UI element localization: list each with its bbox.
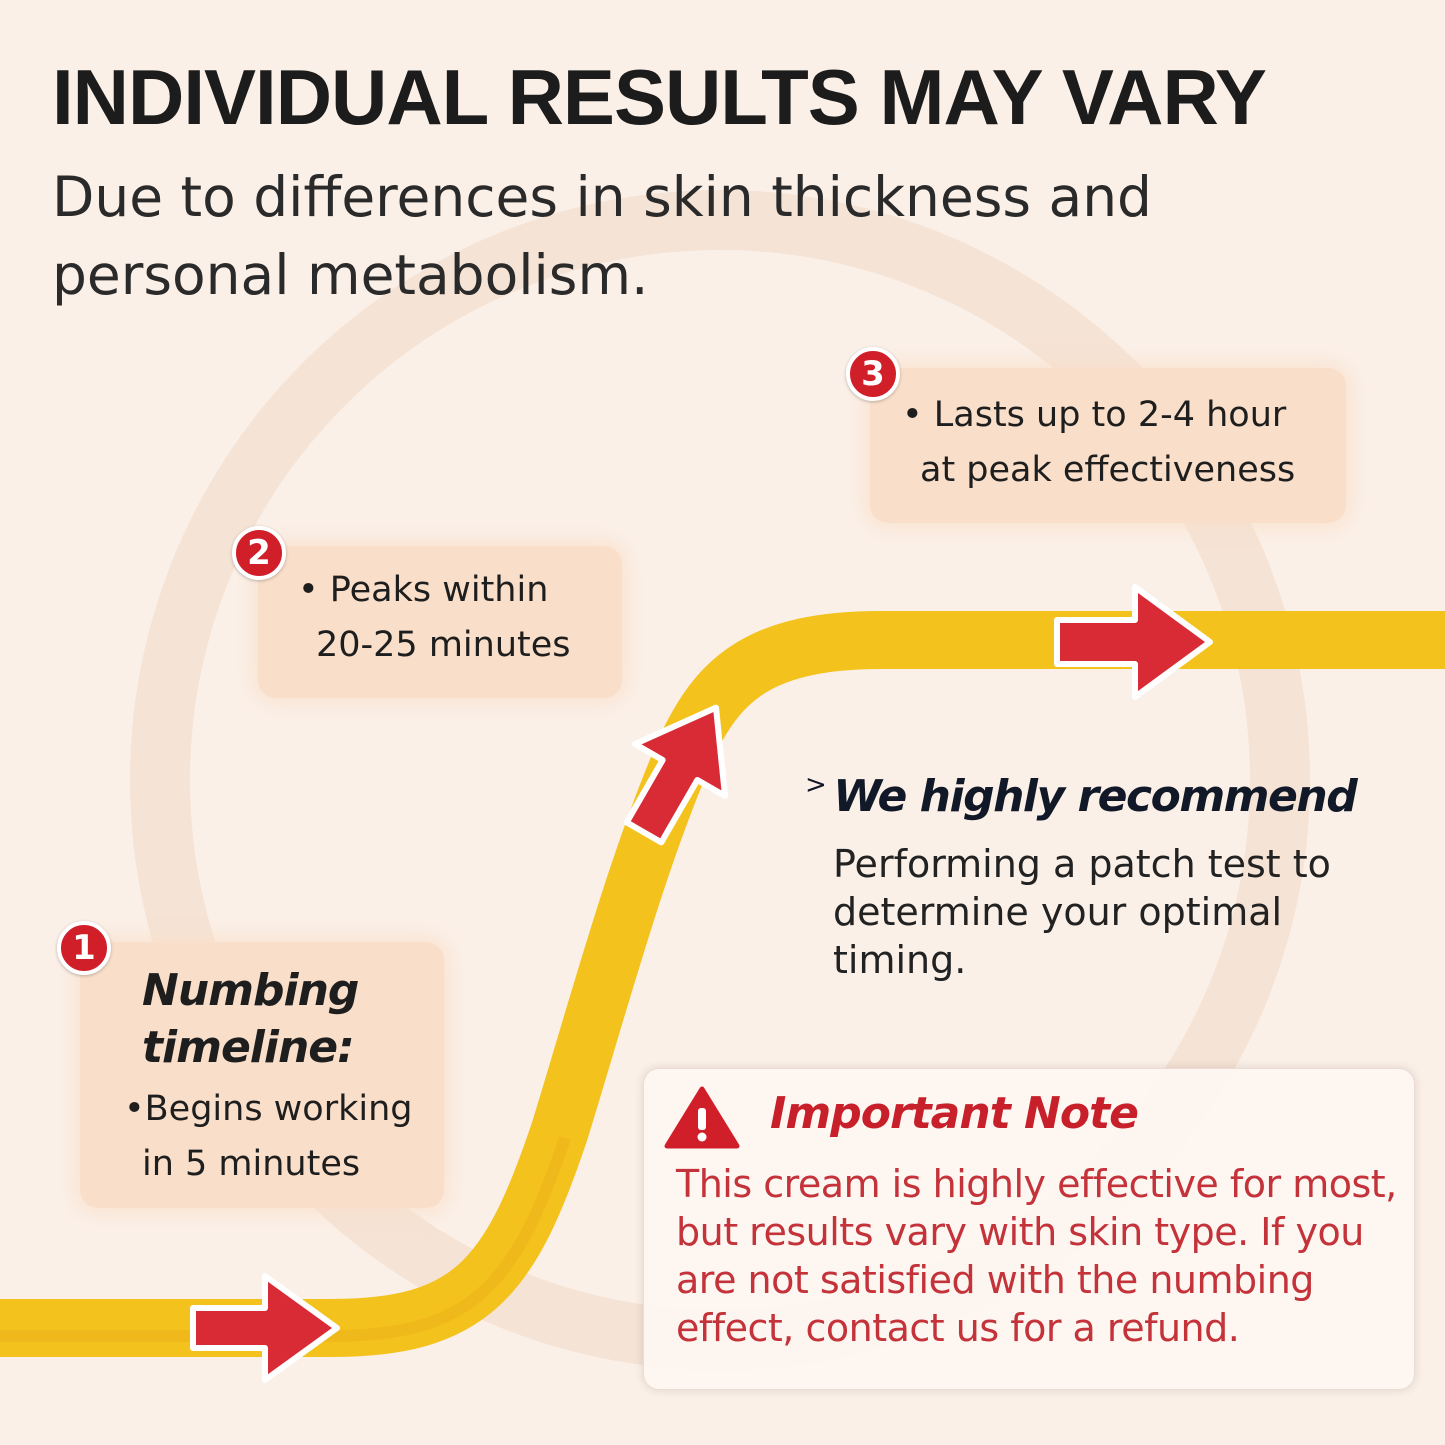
chevron-right-icon: > [805,770,827,800]
step-1-title: Numbing timeline: [142,962,359,1076]
arrow-icon [623,704,729,846]
step-1-text: •Begins working in 5 minutes [124,1082,413,1192]
recommend-body: Performing a patch test to determine you… [833,842,1331,982]
step-2-line: 20-25 minutes [316,625,571,665]
step-3-text: • Lasts up to 2-4 hour at peak effective… [902,388,1295,498]
important-note-title: Important Note [770,1088,1139,1139]
step-2-card [258,546,622,698]
step-1-line: in 5 minutes [142,1144,361,1184]
subhead: Due to differences in skin thickness and… [52,158,1252,314]
step-3-line: • Lasts up to 2-4 hour [902,395,1287,435]
arrow-icon [1054,584,1213,700]
step-2-text: • Peaks within 20-25 minutes [298,563,571,673]
step-3-badge: 3 [846,347,900,401]
timeline-path [0,611,1445,1357]
subhead-line: Due to differences in skin thickness and [52,165,1152,229]
subhead-line: personal metabolism. [52,243,649,307]
step-3-line: at peak effectiveness [920,450,1296,490]
timeline-path-shade [0,1136,571,1342]
recommend-title-text: We highly recommend [833,771,1357,822]
step-1-title-line: timeline: [142,1022,355,1073]
step-1-title-line: Numbing [142,965,359,1016]
headline: INDIVIDUAL RESULTS MAY VARY [52,53,1267,141]
step-2-badge: 2 [232,526,286,580]
step-1-line: •Begins working [124,1089,413,1129]
recommend-title: >We highly recommend [805,770,1358,822]
important-note-box [643,1068,1415,1390]
step-1-card [80,942,444,1208]
step-2-line: • Peaks within [298,570,549,610]
arrow-icon [190,1273,340,1383]
step-3-card [870,368,1346,523]
important-note-body: This cream is highly effective for most,… [676,1162,1397,1350]
step-1-badge: 1 [57,921,111,975]
warning-icon [664,1086,740,1149]
